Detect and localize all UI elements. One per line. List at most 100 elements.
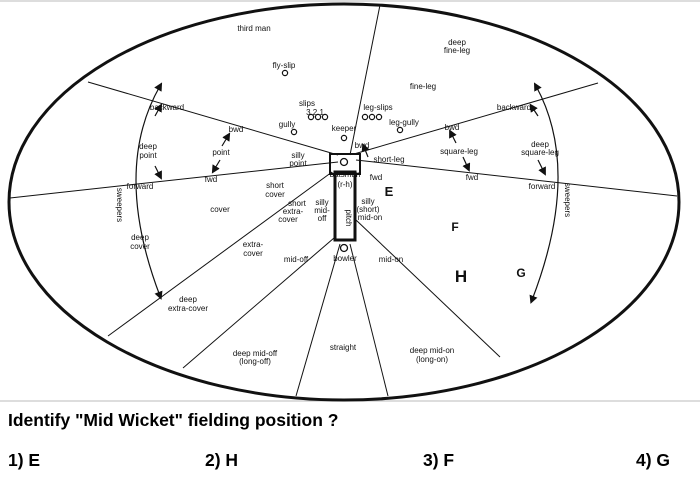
- label-extra-cover-1: extra-: [243, 240, 264, 249]
- slip-1-marker: [321, 113, 329, 121]
- label-short-extra-cover-3: cover: [278, 215, 298, 224]
- keeper-marker: [340, 134, 348, 142]
- label-leg-slips: leg-slips: [363, 103, 392, 112]
- label-backward-right: backward: [497, 103, 531, 112]
- label-bwd-right: bwd: [445, 123, 460, 132]
- short-leg-arrow: [361, 143, 370, 158]
- label-forward-left: forward: [127, 182, 154, 191]
- leg-gully-marker: [396, 126, 404, 134]
- sector-line: [9, 161, 339, 199]
- sector-line: [87, 81, 339, 156]
- label-silly-point-2: point: [289, 159, 307, 168]
- label-batsman: batsman: [330, 170, 361, 179]
- label-gully: gully: [279, 120, 295, 129]
- label-extra-cover-2: cover: [243, 249, 263, 258]
- label-deep-point-2: point: [139, 151, 157, 160]
- sector-line: [355, 219, 501, 358]
- sector-line: [349, 4, 381, 156]
- label-backward-left: backward: [150, 103, 184, 112]
- label-silly-mid-on-3: mid-on: [358, 213, 382, 222]
- question-text: Identify "Mid Wicket" fielding position …: [8, 410, 339, 430]
- label-silly-mid-off-1: silly: [315, 198, 328, 207]
- marker-e: E: [385, 184, 394, 199]
- square-leg-down-arrow: [462, 156, 471, 172]
- label-deep-fine-leg-1: deep: [448, 38, 466, 47]
- marker-f: F: [451, 220, 458, 234]
- sector-line: [349, 243, 389, 397]
- label-silly-mid-on-1: silly: [361, 197, 374, 206]
- slip-3-marker: [307, 113, 315, 121]
- label-cover: cover: [210, 205, 230, 214]
- cricket-field-diagram: third man deep fine-leg fly-slip fine-le…: [0, 0, 700, 402]
- gully-marker: [290, 128, 298, 136]
- label-point: point: [212, 148, 230, 157]
- fielder-circles: [281, 69, 404, 142]
- fly-slip-marker: [281, 69, 289, 77]
- label-short-extra-cover-1: short: [288, 199, 307, 208]
- label-leg-gully: leg-gully: [389, 118, 419, 127]
- label-fwd-left: fwd: [205, 175, 217, 184]
- deep-square-leg-down-arrow: [537, 159, 546, 176]
- label-fine-leg: fine-leg: [410, 82, 436, 91]
- label-fwd-center: fwd: [370, 173, 382, 182]
- bowler-marker: [339, 243, 349, 253]
- label-bowler: bowler: [333, 254, 357, 263]
- label-deep-point-1: deep: [139, 142, 157, 151]
- label-silly-mid-off-3: off: [318, 214, 328, 223]
- marker-h: H: [455, 267, 467, 286]
- label-keeper: keeper: [332, 124, 357, 133]
- label-deep-mid-off-2: (long-off): [239, 357, 271, 366]
- label-sweepers-right: sweepers: [563, 183, 572, 217]
- deep-point-down-arrow: [154, 165, 162, 180]
- sector-line: [295, 243, 341, 397]
- label-deep-mid-on-1: deep mid-on: [410, 346, 454, 355]
- label-bwd-left: bwd: [229, 125, 244, 134]
- leg-slip-1-marker: [361, 113, 369, 121]
- option-1[interactable]: 1) E: [8, 450, 41, 470]
- label-straight: straight: [330, 343, 357, 352]
- field-boundary: [7, 2, 681, 402]
- label-deep-extra-cover-2: extra-cover: [168, 304, 208, 313]
- deep-square-leg-up-arrow: [529, 103, 539, 117]
- sector-line: [182, 237, 335, 369]
- label-pitch: pitch: [344, 210, 353, 227]
- label-short-cover-2: cover: [265, 190, 285, 199]
- option-3[interactable]: 3) F: [423, 450, 455, 470]
- batsman-box: [329, 153, 361, 175]
- label-mid-on: mid-on: [379, 255, 403, 264]
- batsman-marker: [339, 157, 349, 167]
- label-short-extra-cover-2: extra-: [283, 207, 304, 216]
- label-deep-cover-1: deep: [131, 233, 149, 242]
- label-deep-mid-on-2: (long-on): [416, 355, 448, 364]
- label-sweepers-left: sweepers: [115, 188, 124, 222]
- sector-line: [353, 82, 599, 155]
- label-square-leg: square-leg: [440, 147, 478, 156]
- sector-line: [107, 171, 333, 337]
- label-deep-cover-2: cover: [130, 242, 150, 251]
- deep-point-up-arrow: [154, 103, 163, 117]
- label-deep-square-leg-2: square-leg: [521, 148, 559, 157]
- point-up-arrow: [221, 132, 231, 147]
- slip-2-marker: [314, 113, 322, 121]
- label-silly-mid-off-2: mid-: [314, 206, 330, 215]
- option-2[interactable]: 2) H: [205, 450, 239, 470]
- leg-slip-3-marker: [375, 113, 383, 121]
- label-deep-mid-off-1: deep mid-off: [233, 349, 278, 358]
- label-silly-point-1: silly: [291, 151, 304, 160]
- option-4[interactable]: 4) G: [636, 450, 671, 470]
- label-slips: slips: [299, 99, 315, 108]
- label-deep-square-leg-1: deep: [531, 140, 549, 149]
- sweepers-left-arrow: [135, 82, 163, 300]
- pitch-rect: [333, 170, 357, 242]
- label-short-cover-1: short: [266, 181, 285, 190]
- square-leg-up-arrow: [449, 129, 457, 144]
- label-fwd-right: fwd: [466, 173, 478, 182]
- label-rh: (r-h): [337, 180, 352, 189]
- label-short-leg: short-leg: [373, 155, 404, 164]
- sector-lines: [9, 4, 678, 397]
- label-bwd-center: bwd: [355, 141, 370, 150]
- label-fly-slip: fly-slip: [273, 61, 296, 70]
- point-down-arrow: [211, 159, 221, 174]
- label-silly-mid-on-2: (short): [356, 205, 379, 214]
- field-labels: third man deep fine-leg fly-slip fine-le…: [115, 24, 572, 366]
